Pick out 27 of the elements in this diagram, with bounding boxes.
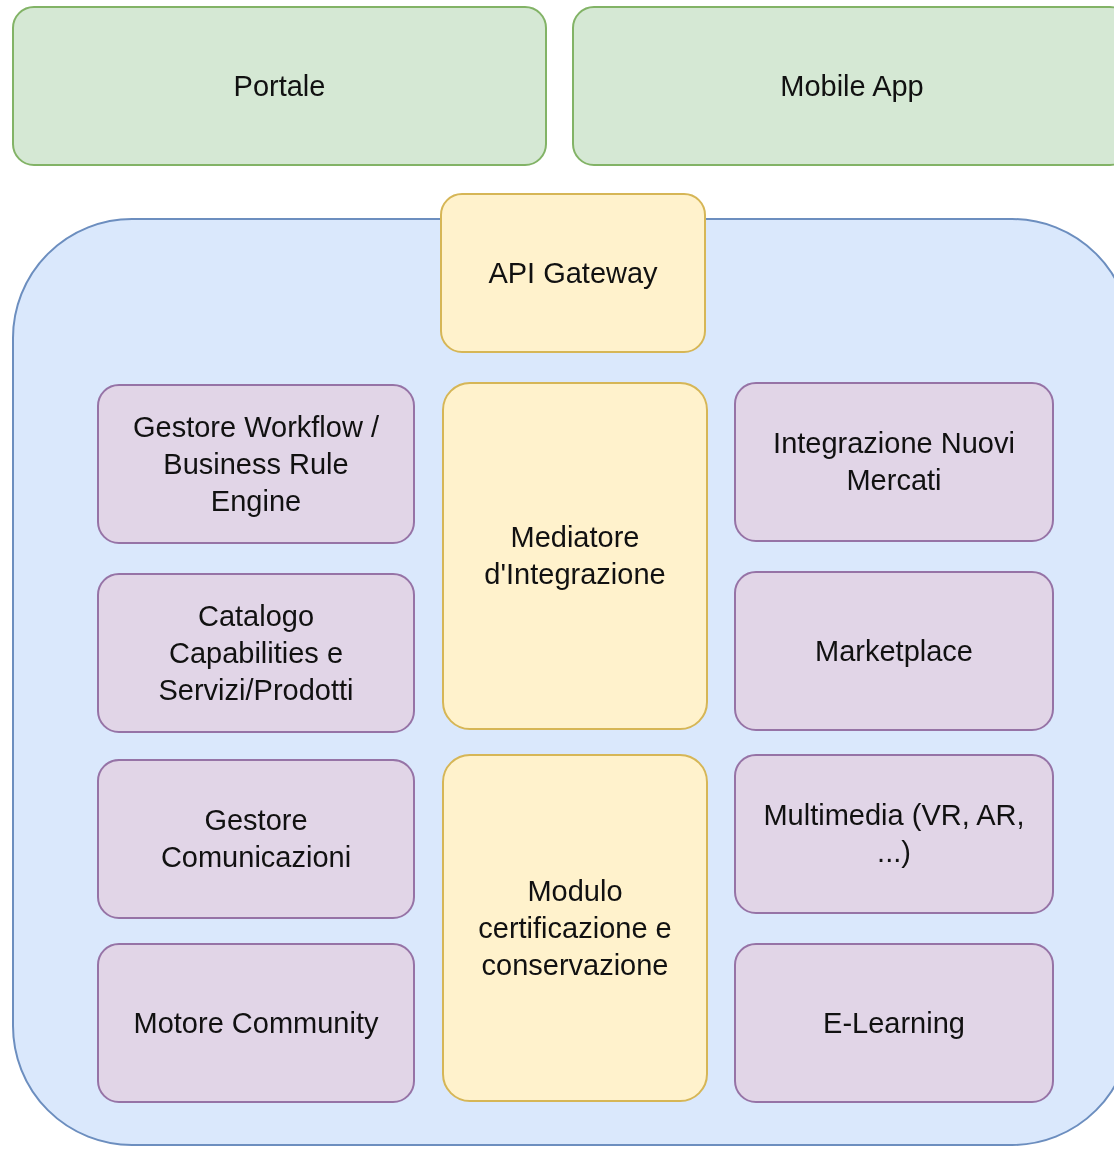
box-label: Integrazione Nuovi Mercati: [772, 426, 1016, 498]
box-label: E-Learning: [822, 1005, 966, 1041]
gateway-box: [442, 382, 708, 730]
gateway-box: [440, 193, 706, 353]
module-box: [97, 384, 415, 544]
box-label: Portale: [232, 68, 327, 104]
module-box: [97, 573, 415, 733]
box-label: Motore Community: [132, 1005, 380, 1041]
client-box: [12, 6, 547, 166]
box-label: Marketplace: [814, 633, 974, 669]
module-box: [97, 759, 415, 919]
box-label: Modulo certificazione e conservazione: [477, 873, 673, 983]
box-label: Gestore Workflow / Business Rule Engine: [131, 409, 380, 519]
client-box: [572, 6, 1114, 166]
module-box: [734, 754, 1054, 914]
box-label: Mobile App: [779, 68, 925, 104]
box-label: Catalogo Capabilities e Servizi/Prodotti: [157, 598, 355, 708]
platform-container: [12, 218, 1114, 1146]
module-box: [97, 943, 415, 1103]
box-label: API Gateway: [487, 255, 659, 291]
module-box: [734, 382, 1054, 542]
module-box: [734, 943, 1054, 1103]
box-label: Mediatore d'Integrazione: [483, 520, 667, 592]
box-label: Multimedia (VR, AR, ...): [762, 798, 1026, 870]
box-label: Gestore Comunicazioni: [159, 803, 353, 875]
gateway-box: [442, 754, 708, 1102]
module-box: [734, 571, 1054, 731]
